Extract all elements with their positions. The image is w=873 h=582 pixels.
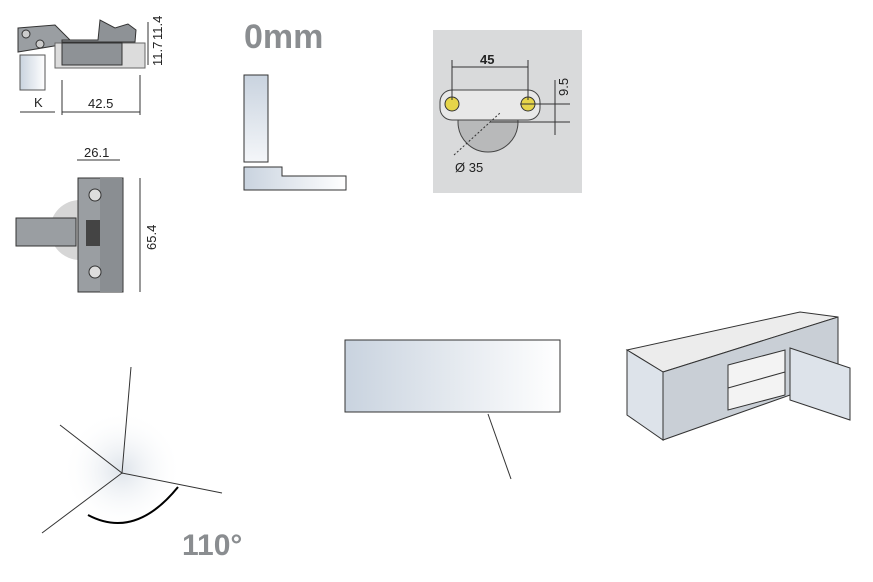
dim-top2-label: 11.4 <box>150 16 165 40</box>
overlay-label: 0mm <box>244 18 323 56</box>
door-panel-diagram <box>344 339 561 480</box>
mounting-plate-diagram: 45 9.5 Ø 35 <box>433 30 582 193</box>
dim-cup-label: Ø 35 <box>455 160 483 175</box>
dim-k-label: K <box>34 95 43 110</box>
cabinet-illustration <box>625 311 851 441</box>
dim-width-label: 26.1 <box>84 145 109 160</box>
hinge-side-view: K 42.5 11.7 11.4 <box>17 16 165 115</box>
overlay-diagram: 0mm <box>243 18 347 191</box>
dim-width-label: 42.5 <box>88 96 113 111</box>
dim-height-label: 65.4 <box>144 225 159 250</box>
dim-top-label: 11.7 <box>150 42 165 66</box>
angle-label: 110° <box>182 529 242 562</box>
opening-angle-diagram: 110° <box>41 366 242 562</box>
hinge-top-view: 26.1 65.4 <box>15 145 159 293</box>
dim-spacing-label: 45 <box>480 52 494 67</box>
dim-offset-label: 9.5 <box>556 78 571 96</box>
